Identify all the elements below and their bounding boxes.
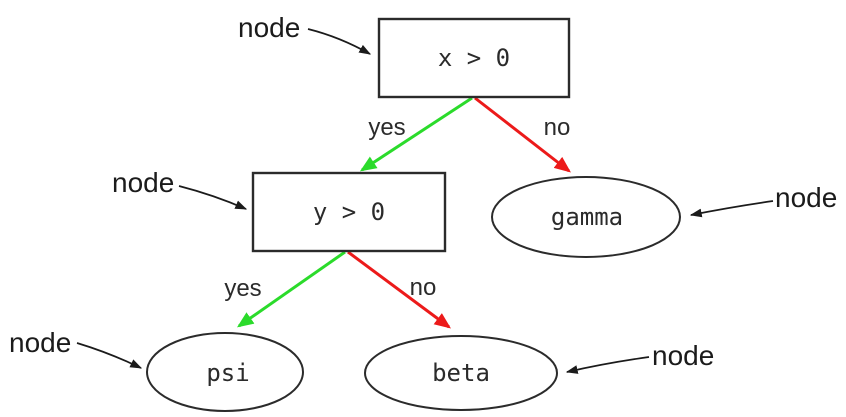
annotation-root-label: node	[238, 12, 300, 43]
annotation-inner-label: node	[112, 167, 174, 198]
annotation-gamma: node	[689, 182, 837, 218]
node-psi-shape	[146, 332, 304, 412]
edge-root-to-inner	[359, 96, 473, 172]
node-inner: y > 0	[251, 171, 447, 253]
edge-label-inner-no: no	[410, 274, 437, 301]
node-root: x > 0	[377, 17, 571, 99]
annotation-beta-arrow	[565, 356, 650, 374]
annotation-inner-arrow	[178, 185, 248, 210]
node-root-label: x > 0	[438, 44, 510, 72]
annotation-inner: node	[112, 167, 248, 210]
node-inner-box	[251, 171, 447, 253]
annotation-gamma-arrow	[689, 200, 774, 218]
edge-label-root-yes: yes	[368, 114, 405, 141]
annotation-gamma-label: node	[775, 182, 837, 213]
annotation-psi-label: node	[9, 327, 71, 358]
edge-label-root-no: no	[544, 114, 571, 141]
annotation-psi-arrow	[76, 342, 143, 369]
annotation-beta: node	[565, 340, 714, 374]
annotation-root: node	[238, 12, 372, 55]
node-gamma-label: gamma	[551, 203, 623, 231]
edge-label-inner-yes: yes	[224, 275, 261, 302]
node-gamma-shape	[491, 176, 681, 258]
annotation-root-arrow	[307, 28, 372, 55]
node-inner-label: y > 0	[313, 198, 385, 226]
annotation-psi: node	[9, 327, 143, 369]
node-gamma: gamma	[491, 176, 681, 258]
node-beta: beta	[364, 335, 558, 411]
edge-inner-to-beta	[347, 250, 451, 329]
edge-root-to-gamma	[474, 96, 571, 173]
node-psi-label: psi	[206, 359, 249, 387]
node-beta-shape	[364, 335, 558, 411]
node-beta-label: beta	[432, 359, 490, 387]
edge-inner-to-psi	[236, 250, 346, 328]
node-root-box	[377, 17, 571, 99]
annotation-beta-label: node	[652, 340, 714, 371]
node-psi: psi	[146, 332, 304, 412]
